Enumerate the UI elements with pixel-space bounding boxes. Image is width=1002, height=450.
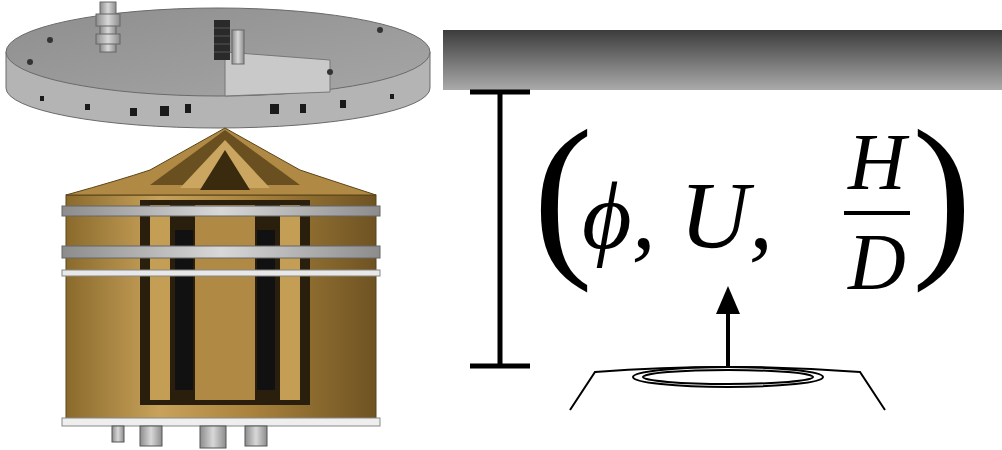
fraction-numerator: H [848, 122, 906, 202]
parameter-text: ϕ, U, [582, 168, 773, 264]
close-paren: ) [912, 104, 972, 284]
fraction-denominator: D [848, 222, 906, 302]
